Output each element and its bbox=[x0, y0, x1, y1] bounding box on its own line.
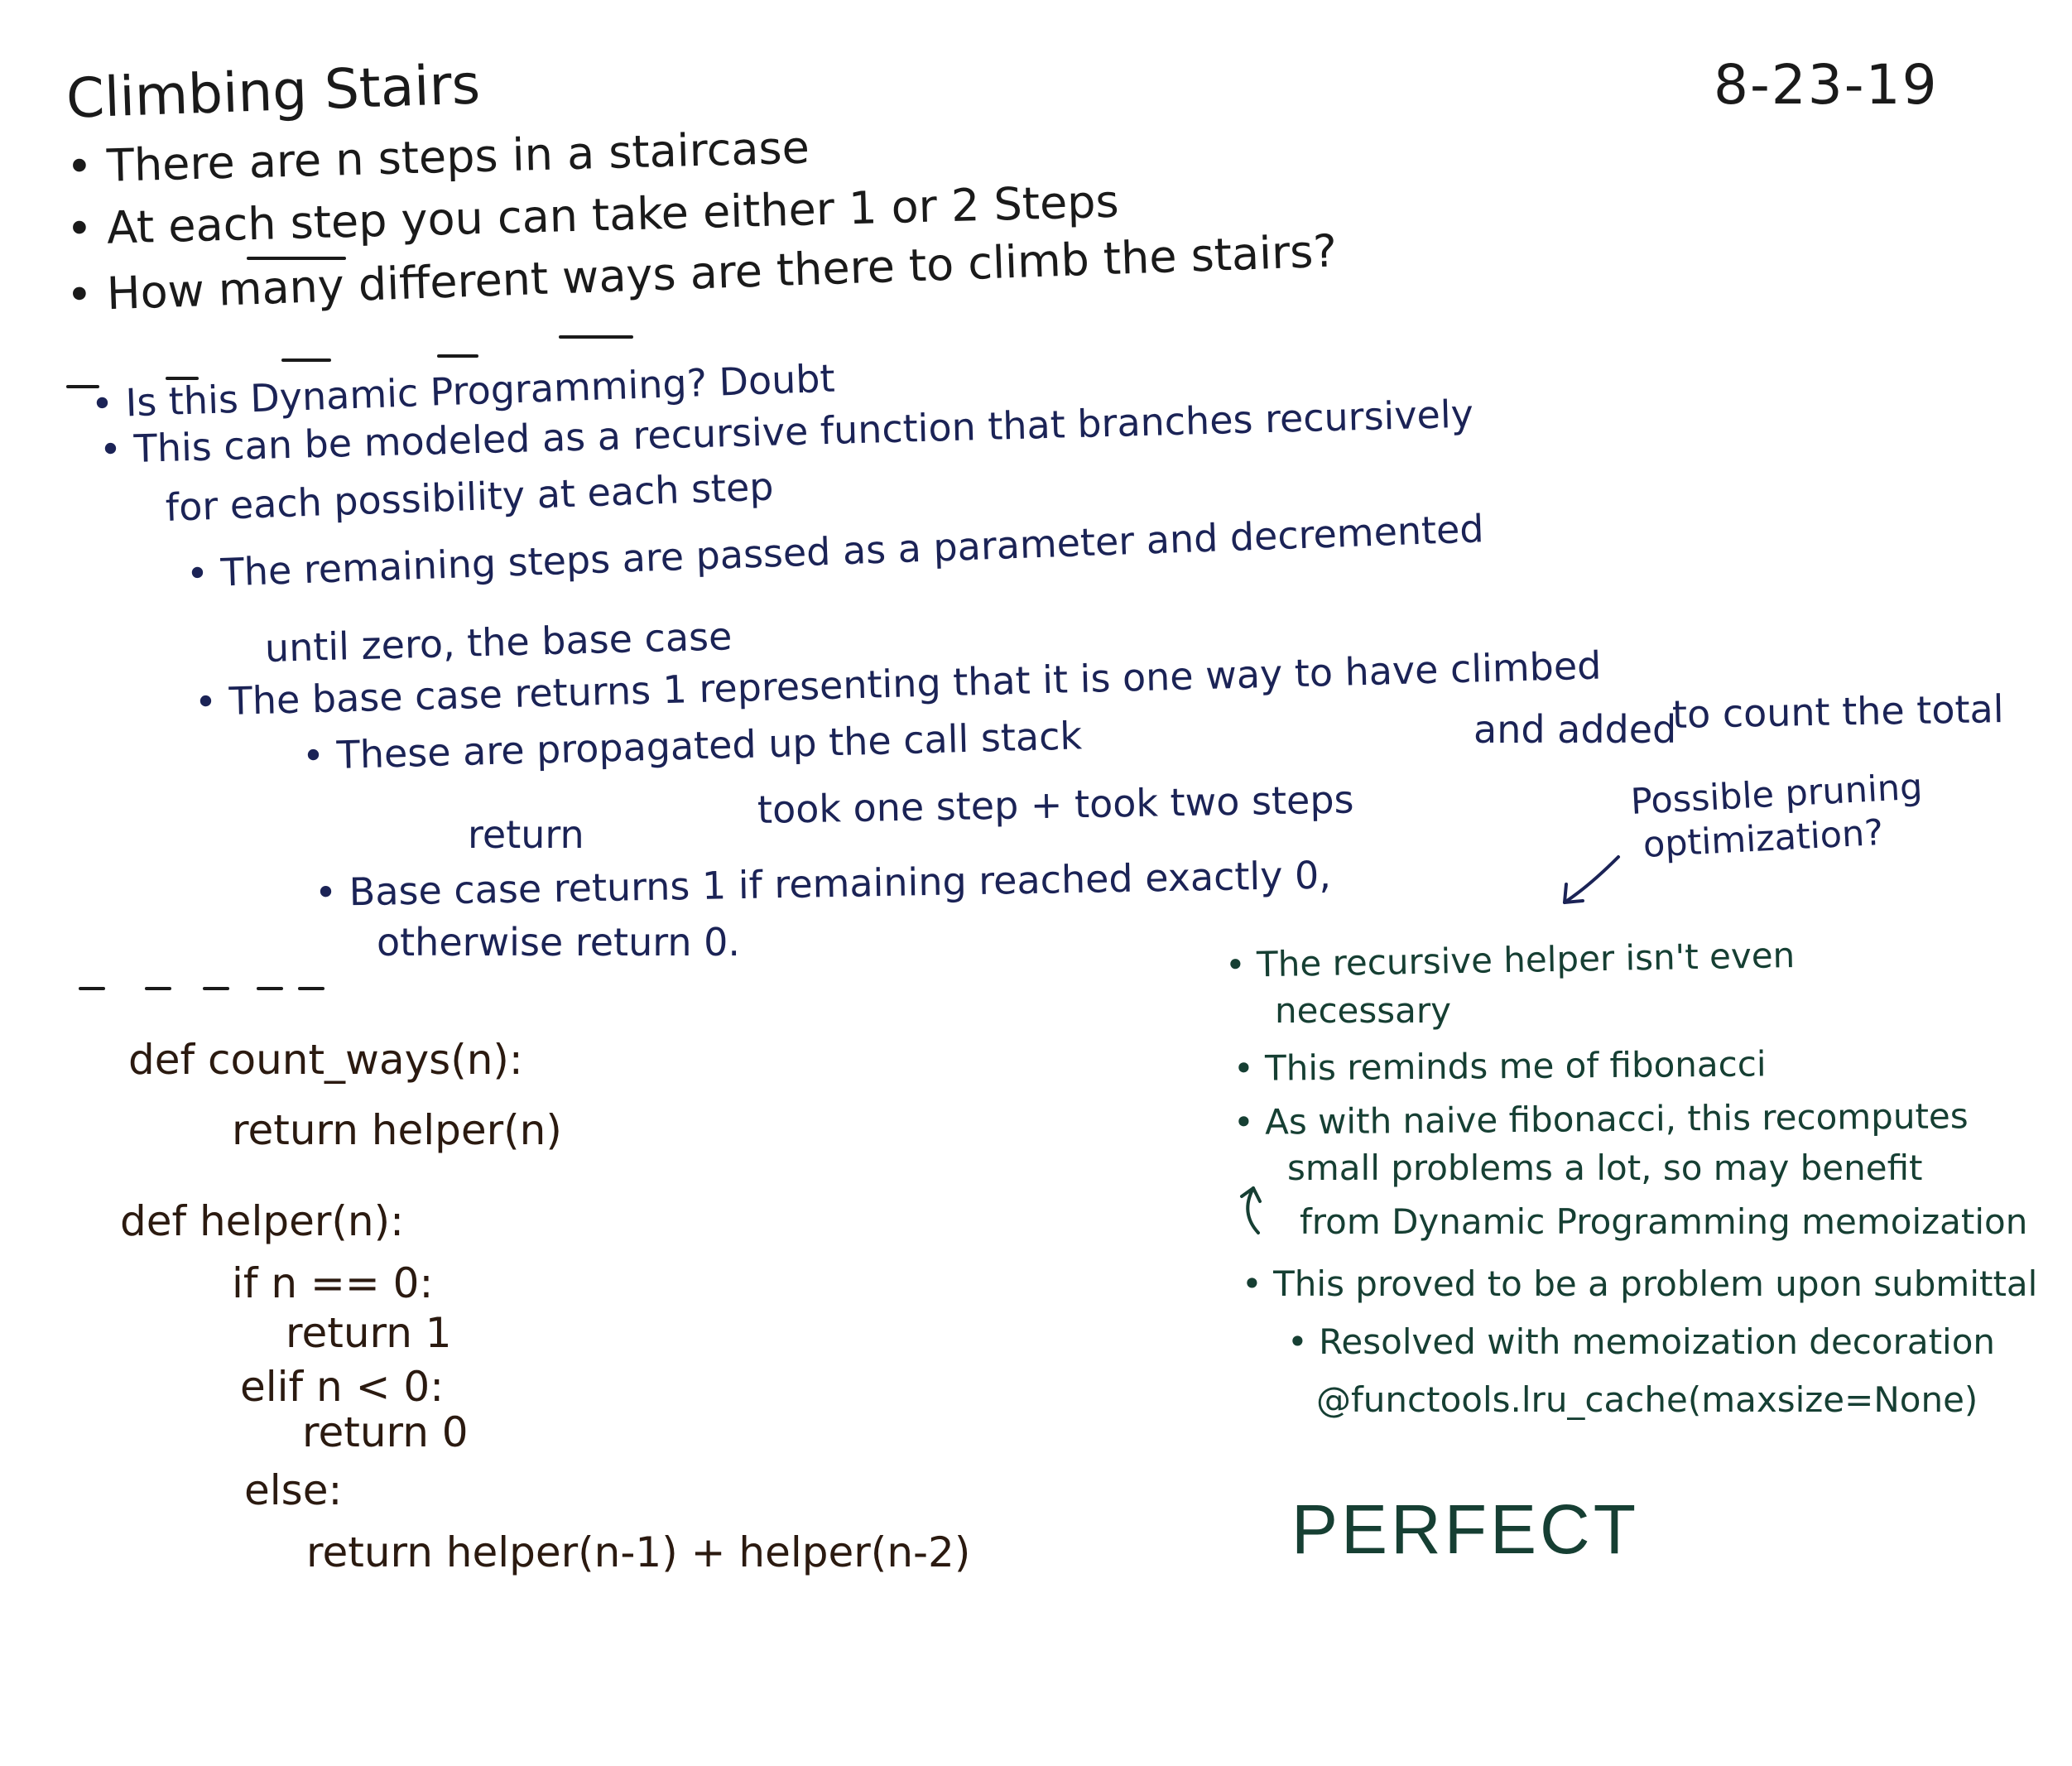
analysis-pruning-line-2: optimization? bbox=[1642, 811, 1885, 866]
code-line-return-0: return 0 bbox=[302, 1408, 469, 1456]
page-title: Climbing Stairs bbox=[65, 52, 482, 131]
note-lru-cache-decorator: @functools.lru_cache(maxsize=None) bbox=[1316, 1379, 1978, 1420]
analysis-propagated: • These are propagated up the call stack bbox=[301, 713, 1083, 778]
note-naive-fibonacci-3: from Dynamic Programming memoization bbox=[1300, 1201, 2028, 1242]
separator-dash bbox=[66, 385, 99, 388]
separator-dash bbox=[79, 987, 105, 990]
page-date: 8-23-19 bbox=[1714, 53, 1939, 117]
note-helper-unnecessary-2: necessary bbox=[1275, 990, 1452, 1031]
analysis-count-total: to count the total bbox=[1671, 686, 2004, 737]
analysis-base-returns-line-2: otherwise return 0. bbox=[377, 920, 740, 965]
separator-dash bbox=[145, 987, 171, 990]
analysis-base-returns-line-1: • Base case returns 1 if remaining reach… bbox=[314, 852, 1332, 915]
separator-dash bbox=[281, 358, 331, 362]
separator-dash bbox=[203, 987, 229, 990]
analysis-added: and added bbox=[1473, 707, 1677, 752]
analysis-remaining-line-2: until zero, the base case bbox=[264, 614, 733, 671]
code-line-return-recursive: return helper(n-1) + helper(n-2) bbox=[306, 1528, 971, 1576]
pruning-arrow-icon bbox=[1563, 855, 1620, 904]
code-line-else: else: bbox=[244, 1466, 343, 1514]
analysis-return-label: return bbox=[468, 812, 584, 857]
code-line-elif: elif n < 0: bbox=[240, 1363, 445, 1411]
note-naive-fibonacci-1: • As with naive fibonacci, this recomput… bbox=[1233, 1095, 1969, 1143]
note-helper-unnecessary-1: • The recursive helper isn't even bbox=[1224, 934, 1796, 985]
code-line-def-helper: def helper(n): bbox=[120, 1197, 404, 1245]
separator-dash bbox=[437, 354, 478, 358]
separator-dash bbox=[166, 377, 199, 380]
analysis-return-expr: took one step + took two steps bbox=[757, 777, 1354, 832]
underline-each bbox=[247, 257, 346, 260]
separator-dash bbox=[559, 335, 633, 339]
note-resolved-memoization: • Resolved with memoization decoration bbox=[1287, 1321, 1996, 1362]
note-naive-fibonacci-2: small problems a lot, so may benefit bbox=[1287, 1148, 1923, 1188]
verdict-perfect: PERFECT bbox=[1291, 1490, 1640, 1568]
separator-dash bbox=[257, 987, 283, 990]
code-line-return-helper: return helper(n) bbox=[232, 1106, 562, 1154]
curved-arrow-icon bbox=[1240, 1186, 1262, 1234]
note-fibonacci: • This reminds me of fibonacci bbox=[1233, 1043, 1767, 1089]
separator-dash bbox=[298, 987, 325, 990]
code-line-if: if n == 0: bbox=[232, 1259, 434, 1307]
code-line-return-1: return 1 bbox=[286, 1309, 452, 1357]
analysis-recursive-line-2: for each possibility at each step bbox=[165, 464, 775, 530]
note-problem-submittal: • This proved to be a problem upon submi… bbox=[1242, 1263, 2038, 1304]
code-line-def-count-ways: def count_ways(n): bbox=[128, 1036, 523, 1084]
problem-line-1: • There are n steps in a staircase bbox=[65, 121, 810, 193]
